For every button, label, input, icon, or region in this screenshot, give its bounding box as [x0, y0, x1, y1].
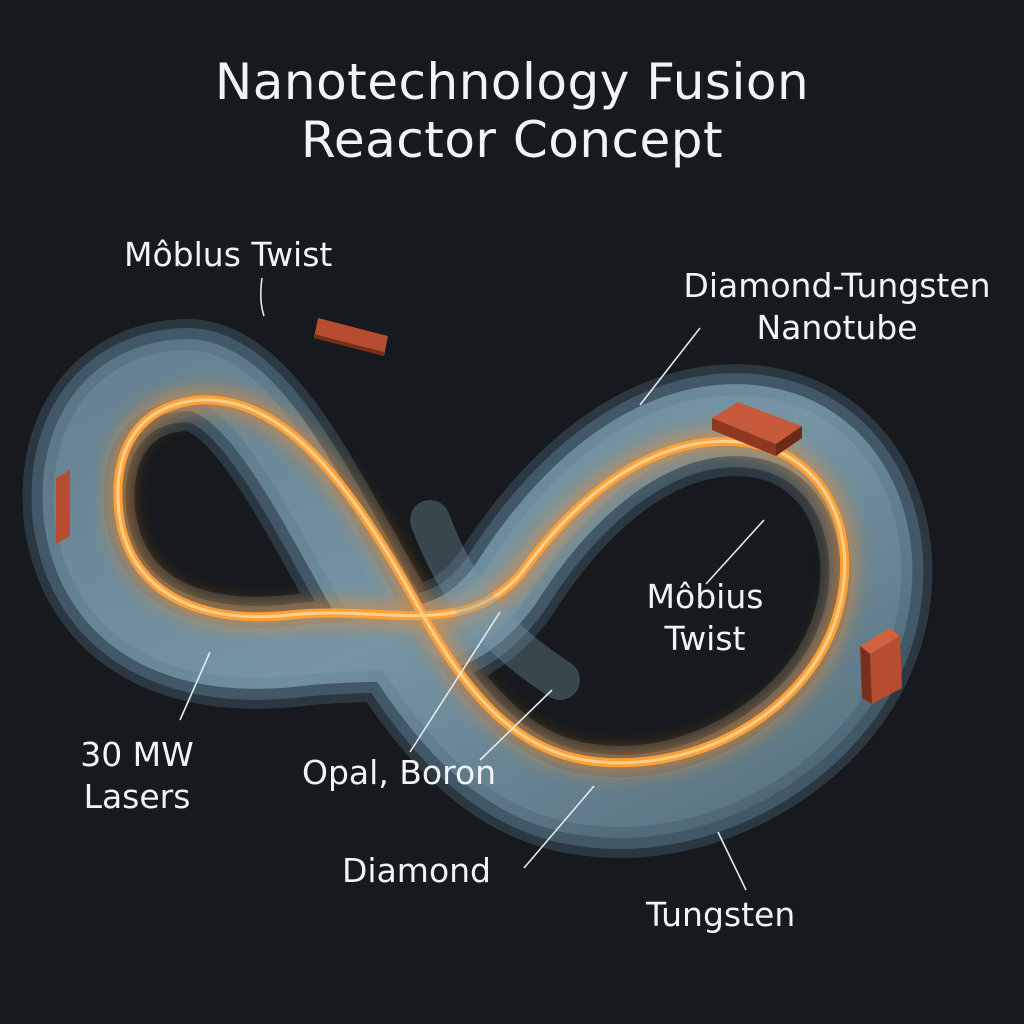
label-opal-boron: Opal, Boron: [302, 753, 497, 792]
label-diamond: Diamond: [342, 851, 491, 890]
twist-crossing: [410, 500, 580, 700]
laser-block: [314, 318, 388, 356]
diagram-title-line2: Reactor Concept: [300, 111, 724, 169]
diagram-title-line1: Nanotechnology Fusion: [214, 53, 810, 111]
leader-diamond: [523, 785, 595, 869]
laser-block: [870, 636, 902, 704]
laser-block: [712, 402, 802, 444]
label-nanotube-line2: Nanotube: [756, 308, 918, 347]
label-mobius-twist-right: Môbius Twist: [620, 576, 790, 660]
leader-opal-boron-b: [479, 689, 553, 761]
leader-nanotube: [639, 327, 701, 406]
label-30mw-lasers: 30 MW Lasers: [62, 734, 212, 818]
label-nanotube-line1: Diamond-Tungsten: [683, 266, 991, 305]
leader-mobius-right: [705, 519, 765, 585]
band-surface: [42, 339, 913, 838]
laser-block: [712, 418, 776, 456]
mobius-ring: [22, 319, 933, 858]
label-mobius-twist-top: Môblus Twist: [124, 235, 333, 274]
label-mobius-right-line2: Twist: [664, 619, 746, 658]
laser-block: [776, 426, 802, 456]
label-mobius-right-line1: Môbius: [646, 577, 764, 616]
laser-block: [314, 334, 384, 356]
leader-lines: [179, 277, 765, 891]
leader-tungsten: [717, 831, 747, 891]
label-lasers-line2: Lasers: [83, 777, 191, 816]
laser-block: [56, 470, 70, 544]
leader-mobius-top: [259, 277, 265, 317]
leader-lasers: [179, 651, 211, 721]
layer-line-outer: [53, 349, 902, 827]
plasma-core: [116, 398, 847, 765]
label-lasers-line1: 30 MW: [80, 735, 194, 774]
label-diamond-tungsten-nanotube: Diamond-Tungsten Nanotube: [672, 265, 1002, 349]
laser-emitters: [56, 318, 902, 704]
laser-block: [860, 628, 900, 654]
laser-block: [860, 646, 872, 704]
leader-opal-boron-a: [409, 611, 501, 753]
label-tungsten: Tungsten: [646, 895, 796, 934]
